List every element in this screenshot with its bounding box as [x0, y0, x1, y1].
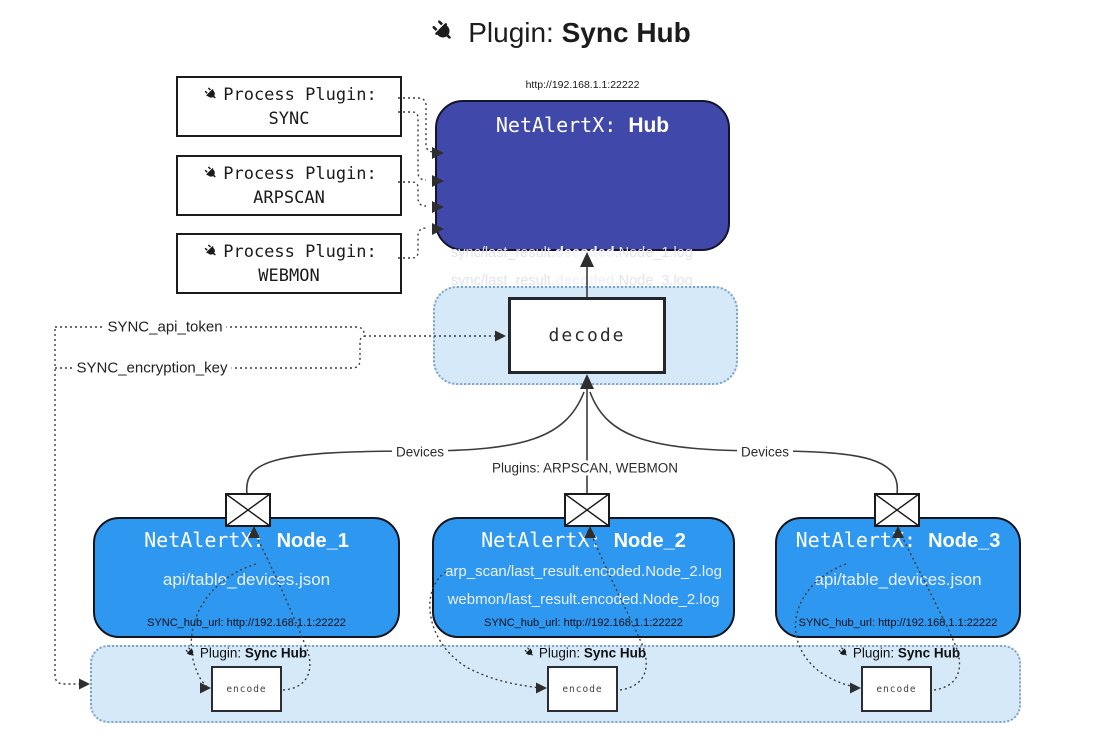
title-prefix: Plugin:	[468, 17, 562, 48]
node-hub-url: SYNC_hub_url: http://192.168.1.1:22222	[798, 617, 998, 629]
hub-log-line: sync/last_result.decoded.Node_3.log	[451, 273, 693, 289]
hub-title: NetAlertX: Hub	[437, 113, 728, 138]
hub-title-prefix: NetAlertX:	[495, 113, 629, 137]
plug-icon	[522, 646, 537, 661]
node-file: arp_scan/last_result.encoded.Node_2.log	[445, 563, 722, 580]
node-file: webmon/last_result.encoded.Node_2.log	[447, 591, 720, 608]
hub-log-line: sync/last_result.decoded.Node_1.log	[451, 245, 693, 261]
hub-title-name: Hub	[628, 114, 670, 137]
node-3: NetAlertX: Node_3 api/table_devices.json…	[775, 517, 1021, 638]
encode-plugin-label: Plugin: Sync Hub	[183, 646, 307, 661]
title-name: Sync Hub	[561, 17, 691, 48]
node-hub-url: SYNC_hub_url: http://192.168.1.1:22222	[147, 617, 346, 629]
node-file: api/table_devices.json	[162, 570, 331, 589]
encode-box: encode	[861, 666, 932, 712]
plug-icon	[183, 646, 198, 661]
plug-icon	[836, 646, 851, 661]
process-plugin-label: Process Plugin:	[223, 163, 377, 184]
edge-label-devices-left: Devices	[391, 444, 449, 460]
process-plugin-label: Process Plugin:	[223, 241, 377, 262]
encode-box: encode	[211, 666, 282, 712]
edge-label-plugins: Plugins: ARPSCAN, WEBMON	[487, 460, 683, 476]
process-plugin-sync: Process Plugin: SYNC	[176, 76, 402, 137]
edge-label-devices-right: Devices	[736, 444, 794, 460]
process-plugin-name: SYNC	[268, 108, 310, 129]
node-1: NetAlertX: Node_1 api/table_devices.json…	[93, 517, 400, 638]
node-file: api/table_devices.json	[814, 570, 982, 589]
config-encryption-key-label: SYNC_encryption_key	[72, 359, 232, 377]
process-plugin-arpscan: Process Plugin: ARPSCAN	[176, 155, 402, 216]
encode-plugin-label: Plugin: Sync Hub	[522, 646, 646, 661]
config-api-token-label: SYNC_api_token	[103, 318, 227, 336]
hub-node: NetAlertX: Hub sync/last_result.decoded.…	[435, 100, 730, 336]
process-plugin-label: Process Plugin:	[223, 84, 377, 105]
process-plugin-name: ARPSCAN	[253, 187, 325, 208]
page-title: Plugin: Sync Hub	[0, 16, 1117, 50]
node-hub-url: SYNC_hub_url: http://192.168.1.1:22222	[484, 617, 683, 629]
node-title: NetAlertX: Node_1	[144, 528, 349, 552]
plug-icon	[201, 164, 221, 184]
node-2: NetAlertX: Node_2 arp_scan/last_result.e…	[432, 517, 735, 638]
process-plugin-name: WEBMON	[258, 265, 320, 286]
encode-box: encode	[547, 666, 618, 712]
plug-icon	[201, 242, 221, 262]
node-title: NetAlertX: Node_3	[795, 528, 1001, 552]
plug-icon	[201, 85, 221, 105]
node-title: NetAlertX: Node_2	[481, 528, 686, 552]
plug-icon	[426, 16, 460, 50]
encode-plugin-label: Plugin: Sync Hub	[836, 646, 960, 661]
hub-url: http://192.168.1.1:22222	[525, 79, 640, 91]
decode-box: decode	[508, 297, 666, 374]
process-plugin-webmon: Process Plugin: WEBMON	[176, 233, 402, 294]
